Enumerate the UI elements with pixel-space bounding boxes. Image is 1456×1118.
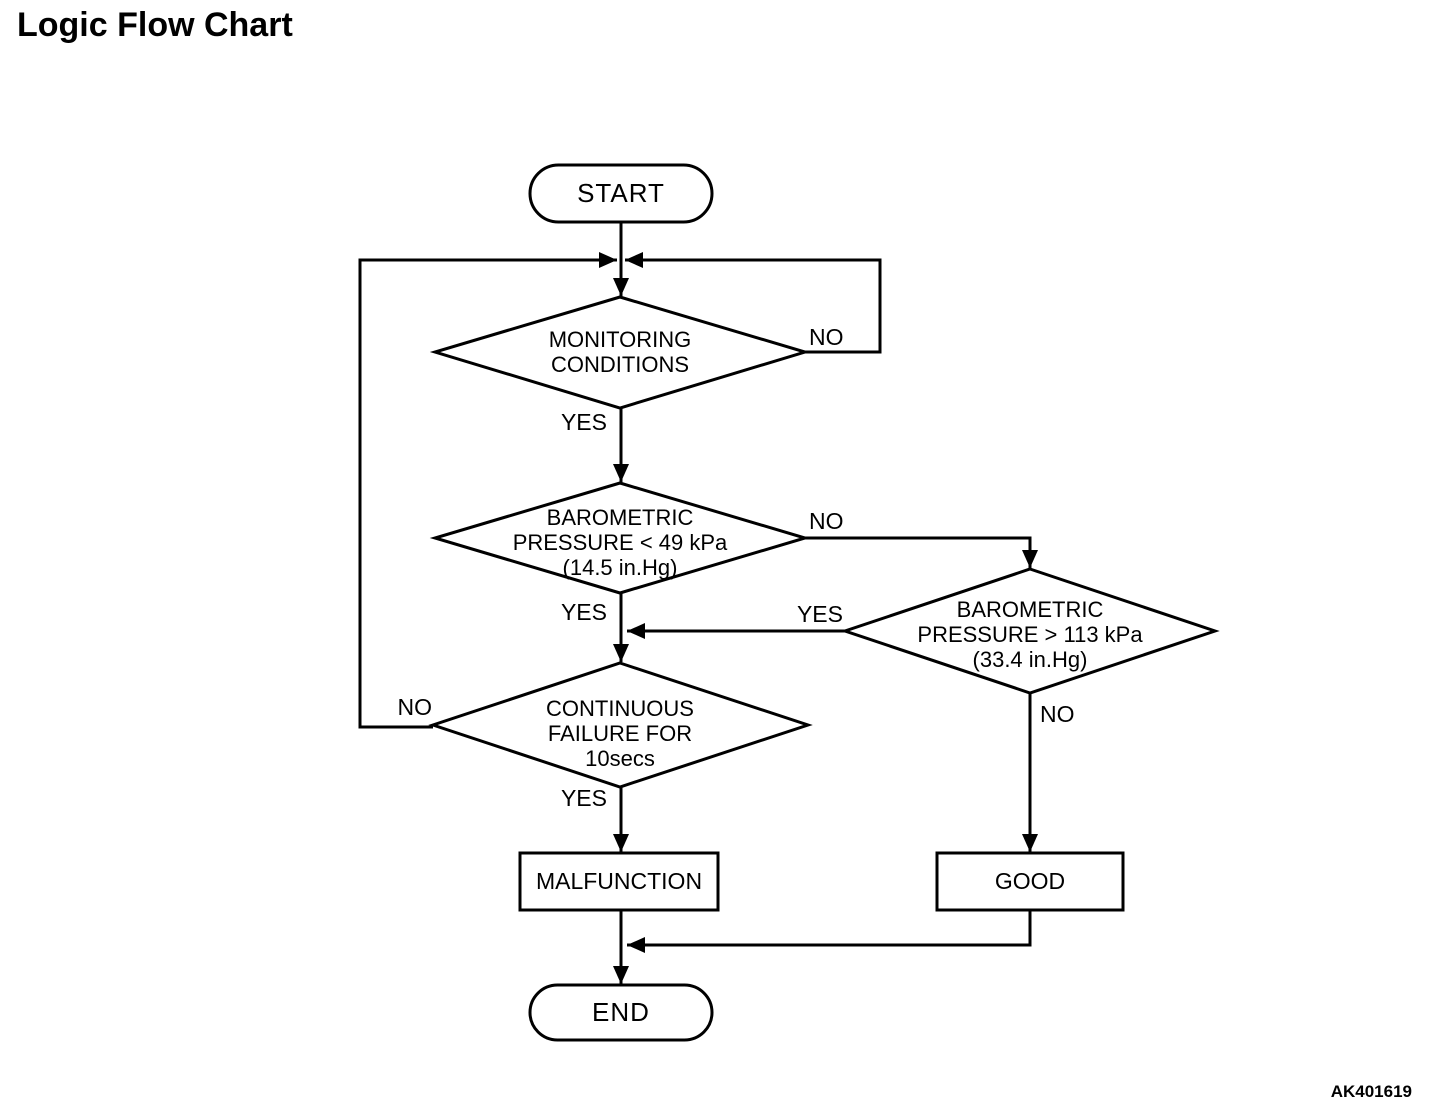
edge-monitoring-no-return (625, 252, 882, 354)
edge-label-monitoring-yes: YES (561, 409, 607, 435)
baro-high-line-3: (33.4 in.Hg) (973, 647, 1088, 672)
baro-high-line-1: BAROMETRIC (957, 597, 1104, 622)
malfunction-label: MALFUNCTION (536, 868, 702, 894)
figure-code: AK401619 (1330, 1082, 1412, 1101)
continuous-line-2: FAILURE FOR (548, 721, 692, 746)
edge-label-baro-high-no: NO (1040, 701, 1075, 727)
page-title: Logic Flow Chart (17, 6, 293, 44)
node-baro-high-decision: BAROMETRIC PRESSURE > 113 kPa (33.4 in.H… (840, 567, 1220, 695)
node-end-terminator: END (528, 983, 714, 1042)
edge-baro-low-no (805, 536, 1038, 568)
continuous-line-3: 10secs (585, 746, 655, 771)
start-label: START (577, 178, 665, 208)
baro-low-line-2: PRESSURE < 49 kPa (513, 530, 728, 555)
end-label: END (592, 997, 650, 1027)
edge-label-continuous-no: NO (398, 694, 433, 720)
baro-high-line-2: PRESSURE > 113 kPa (917, 622, 1143, 647)
edge-good-to-end-join (627, 910, 1032, 953)
node-start-terminator: START (528, 163, 714, 224)
baro-low-line-3: (14.5 in.Hg) (563, 555, 678, 580)
edge-label-continuous-yes: YES (561, 785, 607, 811)
edge-continuous-no-return (358, 252, 617, 729)
monitoring-line-1: MONITORING (549, 327, 692, 352)
node-good-box: GOOD (935, 851, 1125, 912)
good-label: GOOD (995, 868, 1065, 894)
monitoring-line-2: CONDITIONS (551, 352, 689, 377)
edge-label-baro-high-yes: YES (797, 601, 843, 627)
continuous-line-1: CONTINUOUS (546, 696, 694, 721)
edge-label-baro-low-yes: YES (561, 599, 607, 625)
baro-low-line-1: BAROMETRIC (547, 505, 694, 530)
node-monitoring-decision: MONITORING CONDITIONS (429, 295, 811, 410)
edge-label-baro-low-no: NO (809, 508, 844, 534)
edge-label-monitoring-no: NO (809, 324, 844, 350)
node-malfunction-box: MALFUNCTION (518, 851, 720, 912)
node-baro-low-decision: BAROMETRIC PRESSURE < 49 kPa (14.5 in.Hg… (429, 481, 811, 595)
node-continuous-decision: CONTINUOUS FAILURE FOR 10secs (428, 661, 813, 789)
